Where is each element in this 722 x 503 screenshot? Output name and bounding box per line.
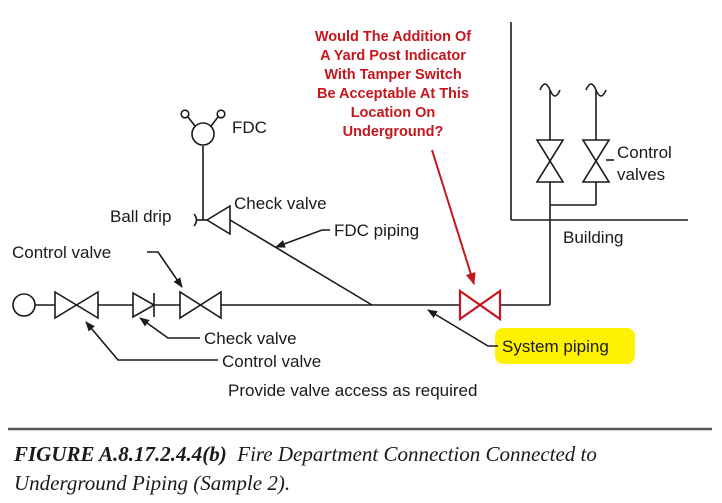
fdc-check-valve-symbol — [205, 204, 231, 236]
label-fdc: FDC — [232, 118, 267, 137]
riser-valve-right-symbol — [581, 139, 611, 183]
label-fdc-piping: FDC piping — [334, 221, 419, 240]
building-wall — [510, 22, 688, 221]
figure-caption: FIGURE A.8.17.2.4.4(b) Fire Department C… — [14, 440, 704, 498]
label-check-valve-bottom: Check valve — [204, 329, 297, 348]
label-system-piping: System piping — [502, 337, 609, 356]
label-access-note: Provide valve access as required — [228, 381, 477, 400]
riser-valve-left-symbol — [535, 139, 565, 183]
ball-drip-symbol — [193, 213, 198, 227]
annotation-line-3: With Tamper Switch — [324, 67, 461, 83]
system-piping-highlight — [495, 328, 635, 364]
label-control-valves-1: Control — [617, 143, 672, 162]
piping-diagram: Would The Addition Of A Yard Post Indica… — [8, 22, 712, 431]
annotation-line-1: Would The Addition Of — [315, 29, 471, 45]
annotation-question: Would The Addition Of A Yard Post Indica… — [315, 29, 471, 140]
figure-number: FIGURE A.8.17.2.4.4(b) — [14, 442, 227, 466]
figure-caption-text: Fire Department Connection Connected to … — [14, 442, 597, 495]
annotation-arrow — [431, 149, 476, 285]
check-valve-main-symbol — [132, 291, 156, 319]
control-valve-left-symbol — [54, 290, 99, 320]
label-control-valve-left: Control valve — [12, 243, 111, 262]
label-building: Building — [563, 228, 624, 247]
annotation-line-2: A Yard Post Indicator — [320, 48, 466, 64]
label-control-valve-bottom: Control valve — [222, 352, 321, 371]
annotation-line-6: Underground? — [343, 124, 444, 140]
questioned-valve-symbol — [458, 288, 502, 322]
label-control-valves-2: valves — [617, 165, 665, 184]
annotation-line-5: Location On — [351, 105, 436, 121]
fdc-body-symbol — [191, 122, 215, 146]
label-check-valve-top: Check valve — [234, 194, 327, 213]
leader-lines — [85, 159, 614, 361]
water-source-circle — [12, 293, 36, 317]
fdc-branch — [180, 109, 373, 306]
annotation-line-4: Be Acceptable At This — [317, 86, 469, 102]
label-ball-drip: Ball drip — [110, 207, 171, 226]
building-riser — [535, 83, 611, 206]
control-valve-main-symbol — [179, 290, 222, 320]
main-pipe — [12, 205, 551, 317]
